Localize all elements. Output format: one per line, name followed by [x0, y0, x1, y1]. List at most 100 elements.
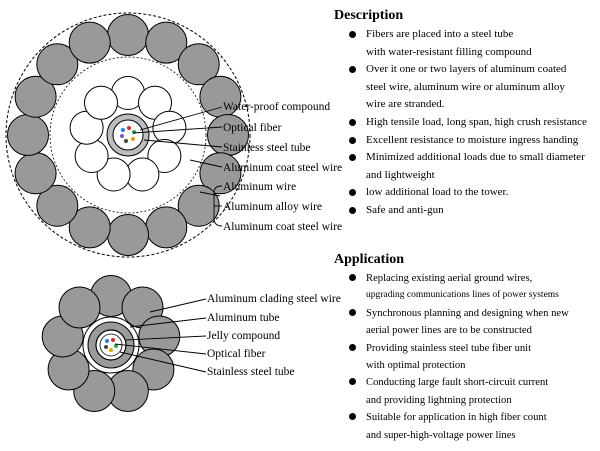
description-heading: Description: [334, 8, 404, 23]
description-item: Fibers are placed into a steel tube with …: [346, 26, 598, 61]
outer-wire: [107, 214, 149, 256]
outer-wire: [177, 43, 220, 86]
label-stainless-steel-tube: Stainless steel tube: [223, 142, 311, 154]
description-item-line: Safe and anti-gun: [366, 203, 444, 216]
outer-wire: [36, 184, 79, 227]
application-item: Synchronous planning and designing when …: [346, 305, 598, 340]
outer-wire: [14, 75, 57, 118]
inner-wire: [147, 139, 182, 173]
top-inner-boundary: [49, 56, 207, 214]
description-item: Excellent resistance to moisture ingress…: [346, 132, 598, 150]
label-optical-fiber: Optical fiber: [223, 122, 282, 134]
inner-wire: [84, 85, 118, 120]
fiber: [114, 344, 118, 348]
fiber: [105, 339, 109, 343]
fiber: [109, 348, 113, 352]
outer-wire: [68, 21, 111, 64]
fiber: [104, 345, 108, 349]
outer-wire: [107, 14, 149, 56]
description-item-line: low additional load to the tower.: [366, 186, 509, 199]
outer-wire: [58, 286, 101, 329]
bullet-icon: [349, 308, 356, 316]
bullet-icon: [349, 378, 356, 386]
inner-wire: [152, 110, 187, 145]
outer-wire: [7, 114, 49, 156]
fiber: [132, 130, 136, 134]
label-aluminum-wire: Aluminum wire: [223, 181, 296, 193]
bottom-cable-cross-section: [41, 275, 181, 412]
description-item-line: Fibers are placed into a steel tube: [366, 28, 514, 40]
application-item-line: Suitable for application in high fiber c…: [366, 412, 547, 424]
inner-wire: [74, 139, 109, 173]
bottom-optical-fibers: [104, 338, 118, 352]
description-item-line: Minimized additional loads due to small …: [366, 151, 585, 164]
outer-wire: [68, 206, 111, 249]
label-jelly-compound: Jelly compound: [207, 330, 280, 342]
outer-wire: [14, 152, 57, 195]
label-aluminum-coat-steel-wire-inner: Aluminum coat steel wire: [223, 162, 342, 174]
bullet-icon: [349, 343, 356, 351]
description-item: Safe and anti-gun: [346, 202, 598, 220]
application-item: Providing stainless steel tube fiber uni…: [346, 340, 598, 375]
outer-wire: [145, 21, 188, 64]
top-cable-cross-section: [5, 12, 251, 258]
label-waterproof-compound: Water-proof compound: [223, 101, 330, 113]
outer-wire: [36, 43, 79, 86]
label-aluminum-tube: Aluminum tube: [207, 312, 280, 324]
application-list: Replacing existing aerial ground wires,u…: [346, 270, 598, 444]
application-item-line: Conducting large fault short-circuit cur…: [366, 377, 549, 389]
bottom-leader-lines: [114, 298, 207, 373]
bullet-icon: [349, 154, 356, 162]
description-item-line: Over it one or two layers of aluminum co…: [366, 63, 567, 76]
description-item-line: Excellent resistance to moisture ingress…: [366, 133, 579, 146]
description-item-line: with water-resistant filling compound: [366, 45, 532, 58]
label-aluminum-coat-steel-wire-outer: Aluminum coat steel wire: [223, 221, 342, 233]
bullet-icon: [349, 206, 356, 214]
description-list: Fibers are placed into a steel tube with …: [346, 26, 598, 220]
description-item-line: and lightweight: [366, 168, 435, 181]
description-item: low additional load to the tower.: [346, 184, 598, 202]
bullet-icon: [349, 136, 356, 144]
description-item-line: wire are stranded.: [366, 98, 445, 111]
application-item-line: and providing lightning protection: [366, 394, 512, 406]
application-item: Replacing existing aerial ground wires,u…: [346, 270, 598, 305]
application-item-line: with optimal protection: [366, 360, 466, 372]
fiber: [121, 128, 125, 132]
application-item-line: Providing stainless steel tube fiber uni…: [366, 342, 532, 354]
bullet-icon: [349, 189, 356, 197]
label-stainless-steel-tube-bottom: Stainless steel tube: [207, 366, 295, 378]
bottom-inner-ring: [99, 333, 123, 357]
description-item-line: steel wire, aluminum wire or aluminum al…: [366, 80, 565, 93]
fiber: [124, 139, 128, 143]
inner-wire: [125, 157, 160, 192]
bullet-icon: [349, 31, 356, 38]
description-item-line: High tensile load, long span, high crush…: [366, 115, 587, 128]
application-item: Conducting large fault short-circuit cur…: [346, 374, 598, 409]
outer-wire: [199, 152, 242, 195]
top-leader-lines: [132, 106, 223, 227]
inner-wire: [96, 157, 131, 192]
fiber: [131, 137, 135, 141]
bottom-outer-wire-layer: [41, 275, 181, 412]
bullet-icon: [349, 274, 356, 281]
application-item-line: Synchronous planning and designing when …: [366, 307, 569, 319]
label-aluminum-alloy-wire: Aluminum alloy wire: [223, 201, 322, 213]
description-item: Over it one or two layers of aluminum co…: [346, 61, 598, 114]
label-optical-fiber-bottom: Optical fiber: [207, 348, 266, 360]
application-item: Suitable for application in high fiber c…: [346, 409, 598, 444]
bullet-icon: [349, 118, 356, 126]
bullet-icon: [349, 66, 356, 74]
fiber: [120, 134, 124, 138]
top-waterproof-compound: [112, 119, 144, 151]
description-item: Minimized additional loads due to small …: [346, 149, 598, 184]
application-item-line: aerial power lines are to be constructed: [366, 325, 532, 337]
description-item: High tensile load, long span, high crush…: [346, 114, 598, 132]
application-item-line: upgrading communications lines of power …: [366, 290, 559, 301]
outer-wire: [145, 206, 188, 249]
label-aluminum-clading-steel-wire: Aluminum clading steel wire: [207, 293, 341, 305]
top-outer-wire-layer: [7, 14, 249, 256]
fiber: [111, 338, 115, 342]
bullet-icon: [349, 413, 356, 421]
top-optical-fibers: [120, 126, 136, 143]
